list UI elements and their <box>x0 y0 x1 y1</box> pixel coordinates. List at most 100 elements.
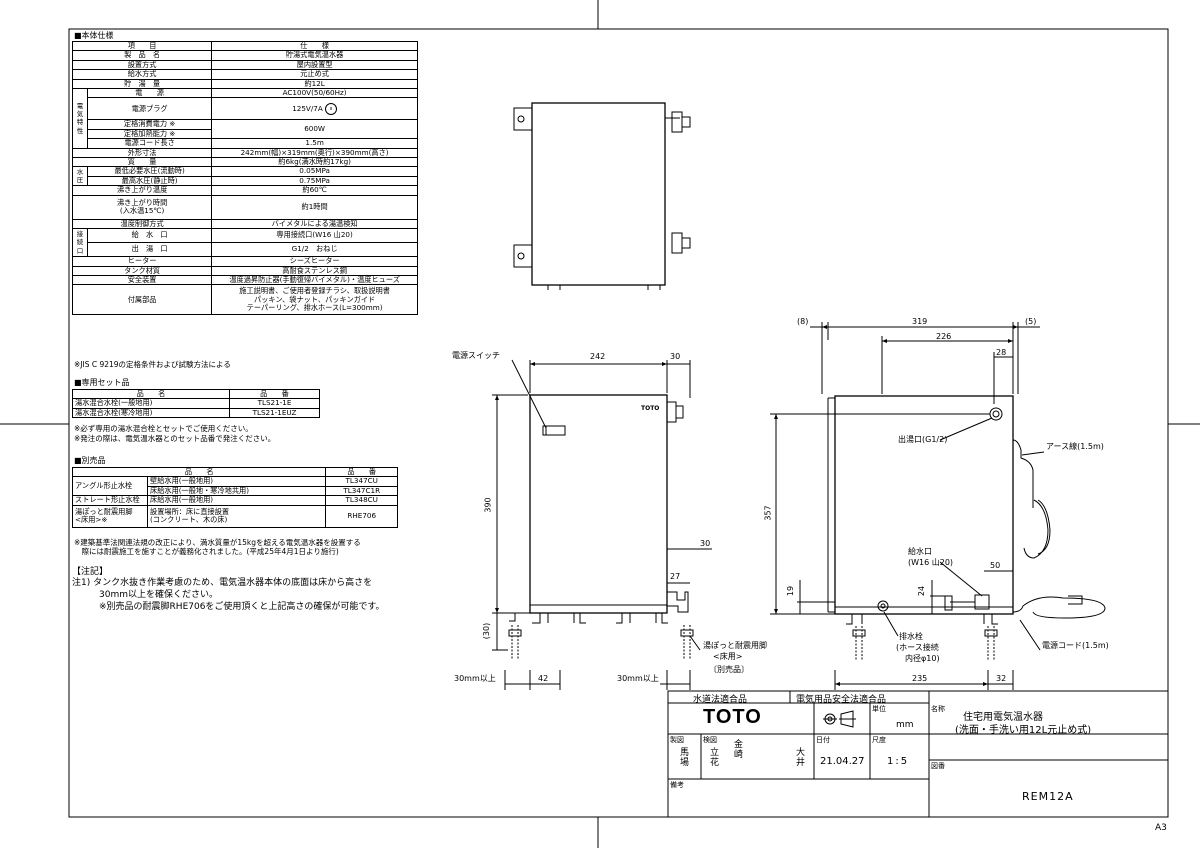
dim-32: 32 <box>996 674 1007 683</box>
product-name-1: 住宅用電気温水器 <box>963 712 1043 723</box>
table-row: アングル形止水栓壁給水用(一般地用)TL347CU <box>72 476 398 497</box>
approved-by: 大井 <box>796 748 806 768</box>
table-row: 水圧 最低必要水圧(流動時)0.05MPa <box>72 166 418 187</box>
dim-8: (8) <box>797 317 809 326</box>
drawing-no: REM12A <box>1022 790 1074 803</box>
dim-19: 19 <box>786 585 796 597</box>
table-row: 給水方式元止め式 <box>71 69 418 80</box>
dim-30-bottom: (30) <box>482 622 492 640</box>
table-row: タンク材質高耐食ステンレス鋼 <box>71 265 418 276</box>
legs-label-2: <床用> <box>713 652 743 661</box>
side-view <box>770 322 1106 690</box>
legs-label: 湯ぽっと耐震用脚 <box>703 641 767 650</box>
table-row: 沸き上がり温度約60℃ <box>71 185 418 196</box>
spec-footnote: ※JIS C 9219の定格条件および試験方法による <box>74 360 231 369</box>
table-row: 沸き上がり時間(入水温15℃)約1時間 <box>71 194 418 220</box>
power-switch-label: 電源スイッチ <box>452 351 500 360</box>
unit-label: 単位 <box>872 705 886 713</box>
sheet-border <box>68 28 1169 818</box>
dim-30-top: 30 <box>670 352 681 361</box>
drawn-label: 製図 <box>670 736 684 744</box>
checked-label: 検図 <box>703 736 717 744</box>
outlet-plug-icon: ıı <box>325 102 338 115</box>
drawn-by: 馬場 <box>680 748 690 768</box>
dim-242: 242 <box>590 352 606 361</box>
outlet-label: 出湯口(G1/2) <box>898 435 948 444</box>
name-label: 名称 <box>931 705 945 713</box>
elec-cert-label: 電気用品安全法適合品 <box>796 695 887 705</box>
paper-size: A3 <box>1155 823 1167 833</box>
top-view <box>513 102 691 290</box>
date-label: 日付 <box>816 736 830 744</box>
legs-label-3: 〔別売品〕 <box>709 665 749 674</box>
table-row: 定格消費電力 ※600W <box>73 119 418 140</box>
inlet-label: 給水口 <box>908 547 932 556</box>
table-row: 付属部品 施工説明書、ご使用者登録チラシ、取扱説明書パッキン、袋ナット、パッキン… <box>71 284 418 316</box>
sold-separately-title: ■別売品 <box>74 456 106 465</box>
set-parts-note-1: ※必ず専用の湯水混合栓とセットでご使用ください。 <box>74 424 253 433</box>
dim-226: 226 <box>936 332 952 341</box>
table-row: ヒーターシーズヒーター <box>71 256 418 267</box>
set-parts-table: 品 名品 番 湯水混合水栓(一般地用)TLS21-1E 湯水混合水栓(寒冷地用)… <box>72 388 320 419</box>
spec-section-title: ■本体仕様 <box>74 31 114 40</box>
dim-27: 27 <box>670 572 681 581</box>
power-cord-label: 電源コード(1.5m) <box>1042 641 1109 650</box>
set-parts-note-2: ※発注の際は、電気温水器とのセット品番で発注ください。 <box>74 434 276 443</box>
table-row: 温度制御方式バイメタルによる湯温検知 <box>71 218 418 230</box>
clearance-left: 30mm以上 <box>454 674 496 683</box>
caution-line-2: 30mm以上を確保ください。 <box>72 590 218 600</box>
table-row: ストレート形止水栓床給水用(一般地用)TL348CU <box>72 495 398 506</box>
date-value: 21.04.27 <box>820 756 865 767</box>
checked-by-1: 立花 <box>710 748 720 768</box>
table-row: 製 品 名貯湯式電気温水器 <box>71 50 418 61</box>
sold-separately-note-1: ※建築基準法関連法規の改正により、満水質量が15kgを超える電気温水器を設置する <box>74 538 361 547</box>
clearance-right: 30mm以上 <box>617 674 659 683</box>
water-cert-label: 水道法適合品 <box>693 695 748 705</box>
remarks-label: 備考 <box>670 781 684 789</box>
table-row: 貯 湯 量約12L <box>71 78 418 90</box>
table-row: 湯水混合水栓(寒冷地用)TLS21-1EUZ <box>72 407 320 419</box>
drain-label-3: 内径φ10) <box>905 654 940 663</box>
scale-value: 1:5 <box>887 756 910 767</box>
dim-235: 235 <box>912 674 928 683</box>
drain-label: 排水栓 <box>899 632 923 641</box>
product-name-2: (洗面・手洗い用12L元止め式) <box>955 725 1092 736</box>
table-row: 設置方式屋内設置型 <box>71 59 418 71</box>
dim-30-mid: 30 <box>700 539 711 548</box>
cautions-title: 【注記】 <box>72 567 109 577</box>
table-row: 湯ぽっと耐震用脚<床用>※設置場所：床に直接設置(コンクリート、木の床)RHE7… <box>72 504 398 528</box>
dim-357: 357 <box>763 505 773 521</box>
dim-5: (5) <box>1025 317 1037 326</box>
drawing-no-label: 図番 <box>931 762 945 770</box>
spec-table: 項 目 仕 様 製 品 名貯湯式電気温水器 設置方式屋内設置型 給水方式元止め式… <box>71 40 418 316</box>
scale-label: 尺度 <box>872 736 886 744</box>
checked-by-2: 金崎 <box>734 740 744 760</box>
drain-label-2: (ホース接続 <box>896 643 939 652</box>
set-parts-title: ■専用セット品 <box>74 378 130 387</box>
dim-28: 28 <box>996 348 1007 357</box>
dim-390: 390 <box>483 497 493 513</box>
table-row: 接続口 給 水 口専用接続口(W16 山20) <box>72 228 418 258</box>
sold-separately-note-2: 際には耐震施工を施すことが義務化されました。(平成25年4月1日より施行) <box>74 547 339 556</box>
unit-value: mm <box>896 720 914 730</box>
table-row: 電源プラグ 125V/7A ıı <box>73 97 418 121</box>
brand-logo: TOTO <box>703 706 762 728</box>
sold-separately-table: 品 名品 番 アングル形止水栓壁給水用(一般地用)TL347CU 床給水用(一般… <box>71 466 398 528</box>
caution-line-1: 注1) タンク水抜き作業考慮のため、電気温水器本体の底面は床から高さを <box>72 578 373 588</box>
earth-wire-label: アース線(1.5m) <box>1046 442 1104 451</box>
caution-line-3: ※別売品の耐震脚RHE706をご使用頂くと上記高さの確保が可能です。 <box>72 602 385 612</box>
dim-319: 319 <box>912 317 928 326</box>
dim-42: 42 <box>538 674 549 683</box>
table-row: 湯水混合水栓(一般地用)TLS21-1E <box>72 398 320 409</box>
dim-24: 24 <box>917 585 927 597</box>
front-brand-logo: TOTO <box>641 405 660 412</box>
title-block-lines <box>667 690 1169 818</box>
inlet-label-2: (W16 山20) <box>908 558 954 567</box>
dim-50: 50 <box>990 561 1001 570</box>
front-view <box>492 359 712 690</box>
